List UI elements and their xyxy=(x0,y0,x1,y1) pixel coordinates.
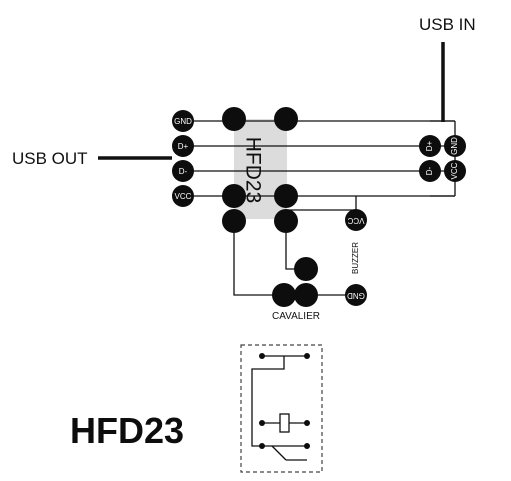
cavalier: CAVALIER xyxy=(272,257,320,322)
wire-relay-left-to-cavalier xyxy=(233,221,284,296)
right-pin-dminus xyxy=(419,160,441,182)
relay-pad xyxy=(222,107,246,131)
schematic-link xyxy=(251,356,285,447)
buzzer-pin-vcc-label: VCC xyxy=(347,216,364,225)
right-pin-dminus-label: D- xyxy=(425,166,434,175)
right-pin-gnd xyxy=(444,135,466,157)
relay-pad xyxy=(222,209,246,233)
right-pin-dplus xyxy=(419,135,441,157)
schematic-dot xyxy=(259,420,265,426)
right-pin-gnd-label: GND xyxy=(450,137,459,155)
cavalier-pad xyxy=(294,257,318,281)
schematic-dot xyxy=(259,353,265,359)
right-pin-dplus-label: D+ xyxy=(425,140,434,151)
usb-in-label: USB IN xyxy=(419,15,476,34)
schematic-dot xyxy=(304,353,310,359)
left-pin-dplus xyxy=(172,135,194,157)
cavalier-pad xyxy=(294,283,318,307)
relay-pad xyxy=(222,184,246,208)
buzzer: VCC GND BUZZER xyxy=(345,209,367,306)
left-pin-dplus-label: D+ xyxy=(178,142,189,151)
schematic-switch-lever xyxy=(271,445,287,461)
buzzer-pin-vcc xyxy=(345,209,367,231)
left-pin-vcc xyxy=(172,185,194,207)
schematic-dot xyxy=(304,443,310,449)
buzzer-pin-gnd-label: GND xyxy=(347,291,365,300)
right-pin-vcc xyxy=(444,160,466,182)
relay-schematic-frame xyxy=(240,344,323,473)
schematic-coil xyxy=(279,413,290,433)
relay-pad xyxy=(274,209,298,233)
buzzer-label: BUZZER xyxy=(351,242,360,274)
buzzer-pin-gnd xyxy=(345,284,367,306)
right-connector: D+ D- GND VCC xyxy=(419,135,466,182)
schematic-dot xyxy=(259,443,265,449)
relay-pad xyxy=(274,184,298,208)
usb-out-label: USB OUT xyxy=(12,149,88,168)
cavalier-pad xyxy=(272,283,296,307)
left-pin-gnd-label: GND xyxy=(174,117,192,126)
left-connector: GND D+ D- VCC xyxy=(172,110,194,207)
schematic-dot xyxy=(304,420,310,426)
relay-label: HFD23 xyxy=(241,137,264,204)
part-title: HFD23 xyxy=(70,410,184,451)
cavalier-label: CAVALIER xyxy=(272,311,320,322)
left-pin-dminus-label: D- xyxy=(179,167,188,176)
relay-schematic xyxy=(240,344,323,473)
right-pin-vcc-label: VCC xyxy=(450,162,459,179)
relay-pad xyxy=(274,107,298,131)
left-pin-gnd xyxy=(172,110,194,132)
left-pin-dminus xyxy=(172,160,194,182)
left-pin-vcc-label: VCC xyxy=(175,192,192,201)
